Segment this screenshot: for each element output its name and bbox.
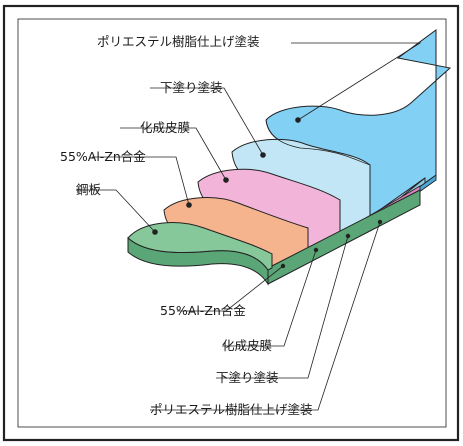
label-bottom-alzn: 55%Al-Zn合金 xyxy=(160,303,246,318)
inner-frame xyxy=(17,18,447,428)
outer-frame xyxy=(2,4,460,442)
top-leaders xyxy=(76,42,422,233)
label-top-topcoat: ポリエステル樹脂仕上げ塗装 xyxy=(97,34,260,49)
bottom-leaders xyxy=(150,221,381,411)
label-top-steel: 鋼板 xyxy=(76,182,102,197)
label-bottom-primer: 下塗り塗装 xyxy=(216,370,279,385)
label-top-alzn: 55%Al-Zn合金 xyxy=(60,149,146,164)
layer-steel xyxy=(127,189,421,286)
label-bottom-topcoat: ポリエステル樹脂仕上げ塗装 xyxy=(150,402,313,417)
steel-face xyxy=(127,222,273,271)
label-top-chem: 化成皮膜 xyxy=(140,120,190,135)
label-top-primer: 下塗り塗装 xyxy=(160,80,223,95)
label-bottom-chem: 化成皮膜 xyxy=(222,338,272,353)
